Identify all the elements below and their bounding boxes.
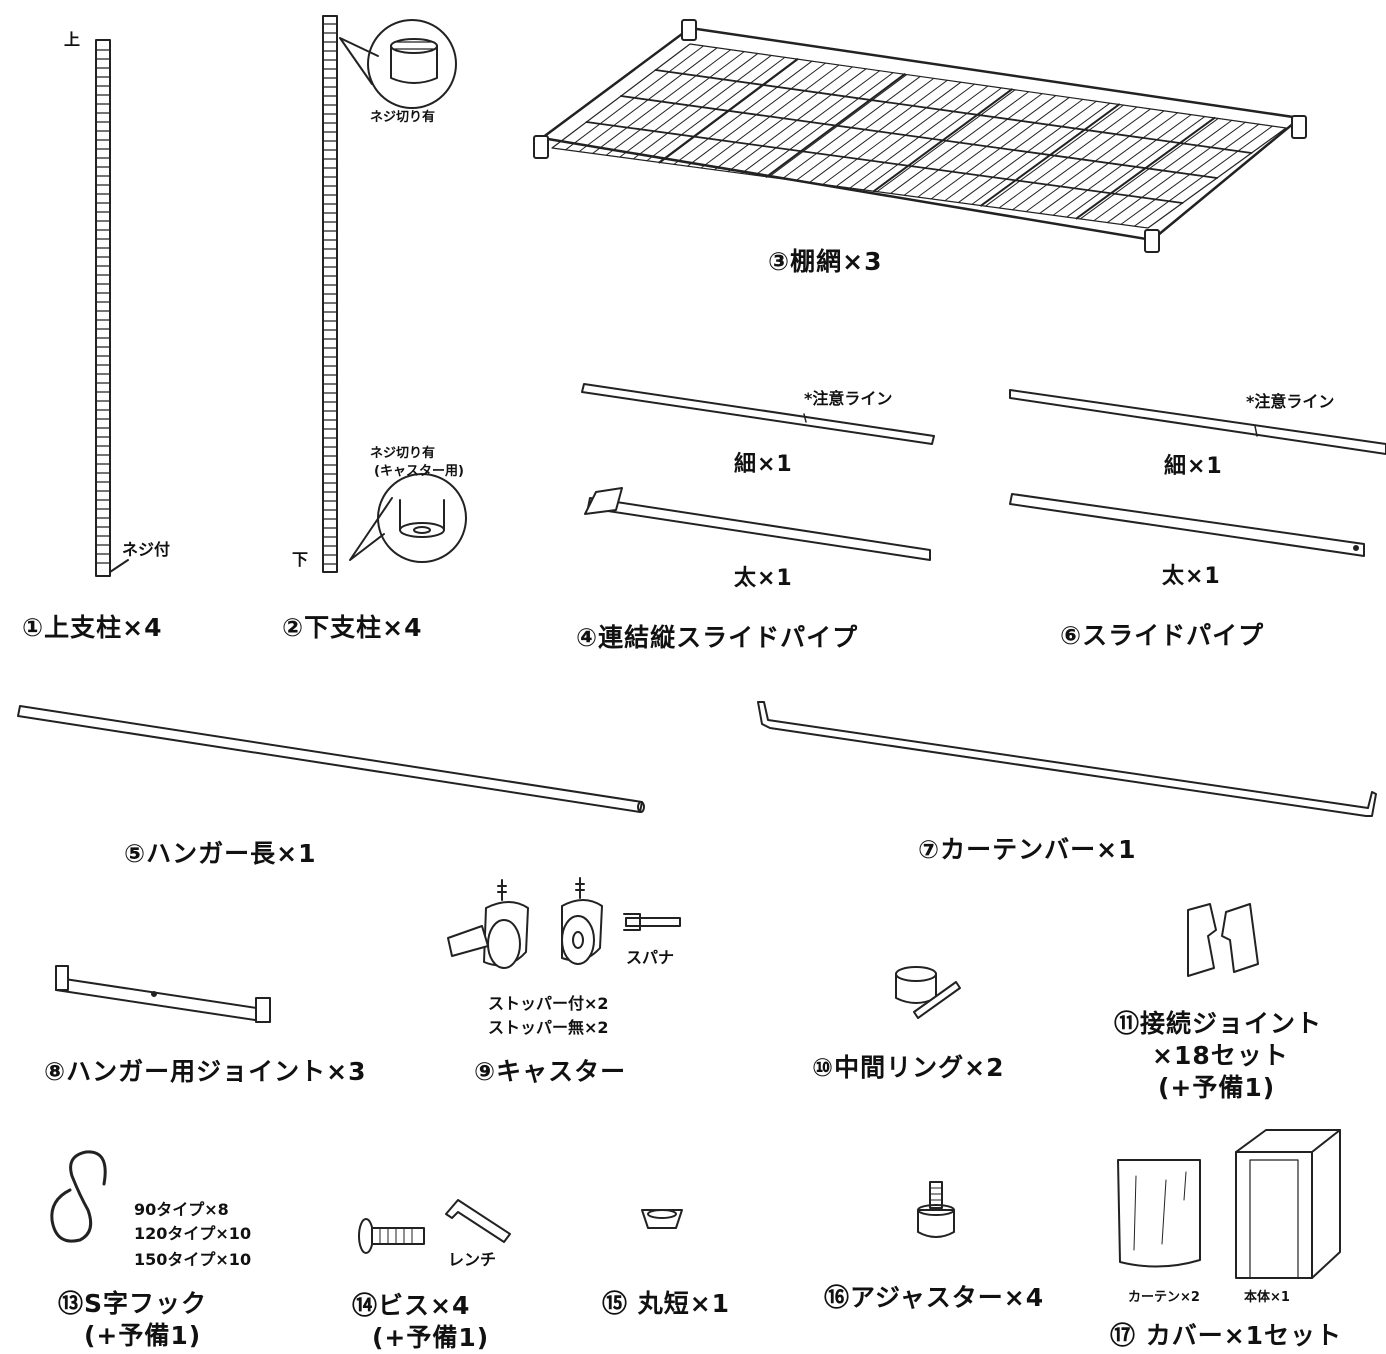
part-13-spare: (+予備1) xyxy=(84,1321,202,1350)
round-short-drawing xyxy=(641,1209,683,1229)
part-14-spare: (+予備1) xyxy=(372,1323,490,1352)
part-14-label: ⑭ビス×4 xyxy=(352,1291,471,1320)
slide-pipe-drawing xyxy=(1009,389,1386,557)
lower-pole-bottom-note-2: (キャスター用) xyxy=(374,464,464,479)
upper-pole-notches xyxy=(95,49,111,564)
part-4-label: ④連結縦スライドパイプ xyxy=(576,623,859,652)
part-2-label: ②下支柱×4 xyxy=(282,613,423,642)
part-9-without-stopper: ストッパー無×2 xyxy=(488,1018,609,1037)
curtain-bar-drawing xyxy=(757,701,1377,817)
part-16-label: ⑯アジャスター×4 xyxy=(824,1283,1045,1312)
screw-drawing xyxy=(358,1218,425,1254)
lower-pole-drawing xyxy=(322,15,467,573)
adjuster-drawing xyxy=(917,1181,955,1238)
part-6-label: ⑥スライドパイプ xyxy=(1060,621,1265,650)
upper-pole-top-mark: 上 xyxy=(64,30,81,49)
part-3-label: ③棚網×3 xyxy=(768,247,883,276)
part-4-thick: 太×1 xyxy=(734,566,793,591)
upper-pole-drawing xyxy=(95,39,129,577)
lower-pole-bottom-note-1: ネジ切り有 xyxy=(370,446,436,461)
part-6-thick: 太×1 xyxy=(1162,564,1221,589)
part-17-label: ⑰ カバー×1セット xyxy=(1110,1321,1343,1350)
lower-pole-top-note: ネジ切り有 xyxy=(370,110,436,125)
part-13-label: ⑬S字フック xyxy=(58,1289,208,1318)
part-1-label: ①上支柱×4 xyxy=(22,613,163,642)
part-17-body: 本体×1 xyxy=(1244,1290,1290,1305)
connection-joint-drawing xyxy=(1187,903,1259,977)
part-13-spec-120: 120タイプ×10 xyxy=(134,1224,252,1243)
part-9-spanner: スパナ xyxy=(626,948,675,967)
upper-pole-screw-note: ネジ付 xyxy=(122,540,171,559)
lower-pole-bottom-mark: 下 xyxy=(292,550,309,569)
part-14-wrench: レンチ xyxy=(448,1250,497,1269)
part-8-label: ⑧ハンガー用ジョイント×3 xyxy=(44,1057,367,1086)
part-6-caution-line: *注意ライン xyxy=(1246,392,1335,411)
part-15-label: ⑮ 丸短×1 xyxy=(602,1289,731,1318)
connecting-slide-pipe-drawing xyxy=(581,383,935,561)
part-4-thin: 細×1 xyxy=(734,452,793,477)
part-13-spec-150: 150タイプ×10 xyxy=(134,1250,252,1269)
part-7-label: ⑦カーテンバー×1 xyxy=(918,835,1137,864)
wrench-drawing xyxy=(445,1199,511,1243)
part-9-with-stopper: ストッパー付×2 xyxy=(488,994,609,1013)
hanger-long-drawing xyxy=(17,705,645,813)
part-13-spec-90: 90タイプ×8 xyxy=(134,1200,229,1219)
part-6-thin: 細×1 xyxy=(1164,454,1223,479)
cover-curtain-drawing xyxy=(1117,1159,1201,1268)
s-hook-drawing xyxy=(50,1150,107,1243)
wire-shelf-drawing xyxy=(533,19,1307,253)
part-17-curtain: カーテン×2 xyxy=(1128,1290,1200,1305)
part-9-label: ⑨キャスター xyxy=(474,1057,627,1086)
middle-ring-drawing xyxy=(895,966,961,1019)
cover-body-drawing xyxy=(1235,1129,1341,1279)
part-11-label: ⑪接続ジョイント xyxy=(1114,1009,1323,1038)
caster-drawing xyxy=(447,877,681,969)
part-5-label: ⑤ハンガー長×1 xyxy=(124,839,317,868)
hanger-joint-drawing xyxy=(55,965,271,1023)
part-4-caution-line: *注意ライン xyxy=(804,389,893,408)
part-11-spare: (+予備1) xyxy=(1158,1073,1276,1102)
lower-pole-notches xyxy=(322,23,338,565)
part-11-set-count: ×18セット xyxy=(1152,1041,1289,1070)
part-10-label: ⑩中間リング×2 xyxy=(812,1053,1005,1082)
